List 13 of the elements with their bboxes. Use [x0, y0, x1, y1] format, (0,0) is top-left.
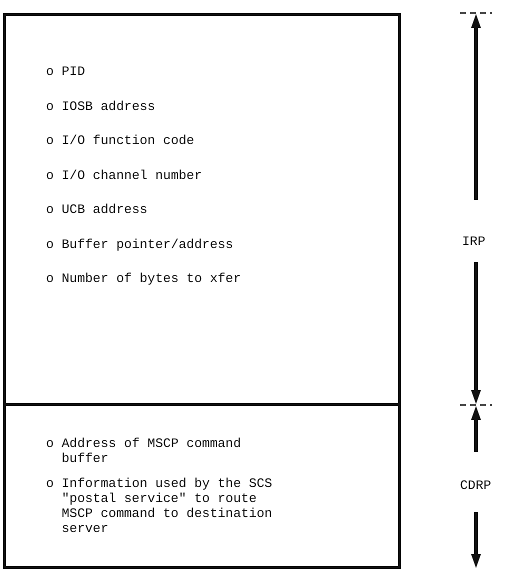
section-size-label: CDRP	[460, 478, 492, 493]
field-description: o UCB address	[46, 202, 148, 217]
section-size-label: IRP	[462, 234, 486, 249]
memory-section-box	[3, 13, 401, 406]
field-description: o I/O channel number	[46, 168, 204, 182]
field-description: o Address of MSCP command buffer	[46, 436, 242, 466]
field-description: o Information used by the SCS "postal service" to route MSCP command to destination server	[46, 476, 274, 536]
field-description: o IOSB address	[46, 98, 156, 114]
field-description: o I/O function code	[46, 133, 196, 148]
memory-section-box	[3, 403, 401, 569]
field-description: o Buffer pointer/address	[46, 236, 234, 252]
field-description: o Number of bytes to xfer	[46, 271, 242, 286]
field-description: o PID	[46, 64, 86, 79]
